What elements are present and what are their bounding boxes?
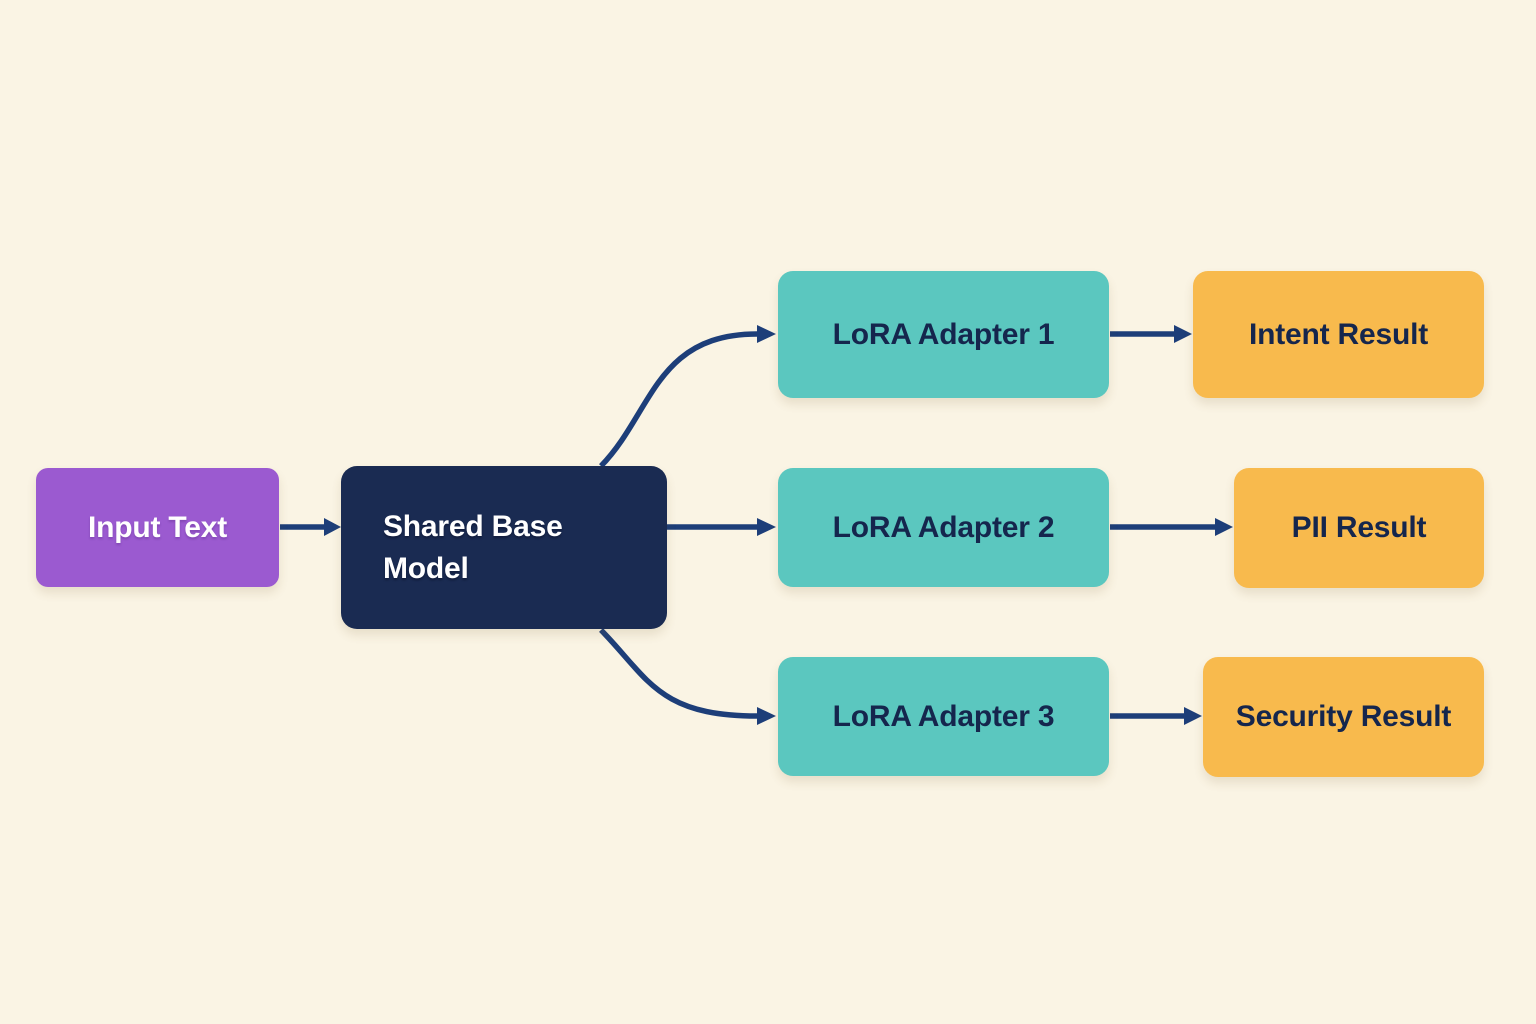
node-lora-adapter-3: LoRA Adapter 3 (778, 657, 1109, 776)
node-lora-adapter-1: LoRA Adapter 1 (778, 271, 1109, 398)
node-input-text: Input Text (36, 468, 279, 587)
connector-adapter1-to-intent (1110, 325, 1192, 343)
node-lora-adapter-3-label: LoRA Adapter 3 (832, 699, 1055, 733)
node-intent-result-label: Intent Result (1248, 317, 1429, 351)
node-shared-base-model: Shared Base Model (341, 466, 667, 629)
node-lora-adapter-1-label: LoRA Adapter 1 (832, 317, 1055, 351)
node-lora-adapter-2: LoRA Adapter 2 (778, 468, 1109, 587)
node-pii-result: PII Result (1234, 468, 1484, 588)
connector-base-to-adapter3 (599, 628, 776, 725)
connector-base-to-adapter2 (667, 518, 776, 536)
connector-adapter3-to-security (1110, 707, 1202, 725)
node-lora-adapter-2-label: LoRA Adapter 2 (832, 510, 1055, 544)
node-shared-base-model-label: Shared Base Model (383, 510, 563, 585)
connector-input-to-base (280, 518, 341, 536)
node-security-result-label: Security Result (1235, 700, 1452, 733)
node-input-text-label: Input Text (87, 510, 228, 544)
connector-base-to-adapter1 (599, 325, 776, 468)
node-security-result: Security Result (1203, 657, 1484, 777)
connector-adapter2-to-pii (1110, 518, 1233, 536)
node-intent-result: Intent Result (1193, 271, 1484, 398)
node-pii-result-label: PII Result (1291, 511, 1427, 544)
